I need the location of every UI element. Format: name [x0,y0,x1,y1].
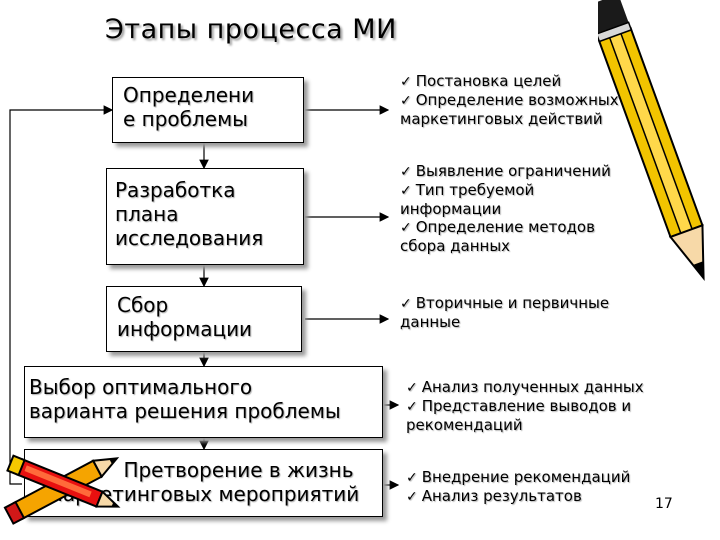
step-3-line-1: Сбор [117,293,169,317]
detail-text: Выявление ограничений [415,162,611,180]
detail-item: рекомендаций [406,416,644,434]
detail-text: Определение возможных [415,91,619,109]
detail-item: ✓Определение возможных [400,91,619,110]
slide-title: Этапы процесса МИ [105,14,397,45]
check-icon: ✓ [400,93,412,109]
detail-item: ✓Выявление ограничений [400,162,611,181]
detail-item: информации [400,200,611,218]
detail-item: ✓Анализ полученных данных [406,378,644,397]
check-icon: ✓ [400,296,412,312]
crossed-pencils-icon [3,454,121,525]
step-4-line-1: Выбор оптимального [29,375,253,399]
detail-item: сбора данных [400,237,611,255]
detail-text: Представление выводов и [421,397,632,415]
check-icon: ✓ [406,380,418,396]
step-2-line-3: исследования [115,226,264,250]
detail-item: ✓Внедрение рекомендаций [406,468,630,487]
step-2-box: Разработка плана исследования [106,168,304,265]
check-icon: ✓ [406,399,418,415]
detail-text: рекомендаций [406,416,523,434]
step-5-details: ✓Внедрение рекомендаций✓Анализ результат… [406,468,630,506]
page-number: 17 [655,496,673,512]
detail-text: информации [400,200,502,218]
detail-text: Внедрение рекомендаций [421,468,631,486]
step-1-box: Определени е проблемы [112,77,304,143]
detail-text: Вторичные и первичные [415,294,610,312]
detail-text: Постановка целей [415,72,562,90]
pencil-icon [598,0,705,282]
feedback-loop [9,105,114,485]
detail-item: данные [400,313,609,331]
detail-item: ✓Вторичные и первичные [400,294,609,313]
detail-text: Тип требуемой [415,181,535,199]
detail-text: Анализ результатов [421,487,582,505]
detail-item: ✓Постановка целей [400,72,619,91]
detail-text: Анализ полученных данных [421,378,644,396]
step-4-box: Выбор оптимального варианта решения проб… [24,366,383,438]
check-icon: ✓ [406,489,418,505]
detail-item: ✓Определение методов [400,218,611,237]
detail-item: ✓Тип требуемой [400,181,611,200]
detail-item: маркетинговых действий [400,110,619,128]
step-1-line-1: Определени [123,83,255,107]
check-icon: ✓ [400,164,412,180]
check-icon: ✓ [400,183,412,199]
step-3-line-2: информации [117,317,253,341]
detail-text: маркетинговых действий [400,110,603,128]
detail-text: Определение методов [415,218,595,236]
detail-item: ✓Анализ результатов [406,487,630,506]
step-4-details: ✓Анализ полученных данных✓Представление … [406,378,644,434]
check-icon: ✓ [400,74,412,90]
step-2-line-1: Разработка [115,178,236,202]
detail-item: ✓Представление выводов и [406,397,644,416]
step-2-line-2: плана [115,202,179,226]
step-4-line-2: варианта решения проблемы [29,399,341,423]
check-icon: ✓ [400,220,412,236]
step-3-box: Сбор информации [106,286,302,352]
check-icon: ✓ [406,470,418,486]
step-5-line-1: Претворение в жизнь [123,458,354,482]
detail-text: сбора данных [400,237,511,255]
step-1-line-2: е проблемы [123,107,248,131]
detail-text: данные [400,313,461,331]
